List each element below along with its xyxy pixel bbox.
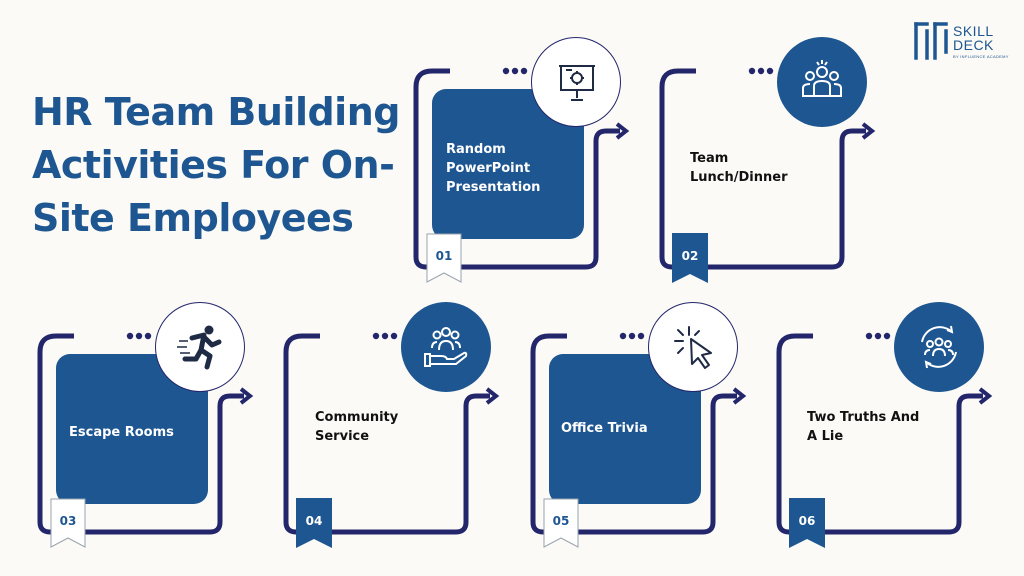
- activity-card-01: Random PowerPoint Presentation 01: [410, 37, 650, 287]
- activity-label: Random PowerPoint Presentation: [446, 142, 541, 195]
- team-group-icon: [802, 60, 842, 97]
- card-frame: [659, 67, 876, 270]
- badge-ribbon: [50, 498, 86, 548]
- number-badge: 04: [296, 498, 332, 548]
- activity-card-04: Community Service 04: [280, 302, 520, 552]
- number-badge: 01: [426, 233, 462, 283]
- running-person-icon: [177, 325, 222, 370]
- number-badge: 06: [789, 498, 825, 548]
- page-title: HR Team Building Activities For On-Site …: [32, 90, 400, 240]
- presentation-board-icon: [559, 65, 595, 101]
- badge-number: 06: [798, 514, 816, 528]
- badge-ribbon: [296, 498, 332, 548]
- logo-tagline: BY INFLUENCE ACADEMY: [953, 54, 1009, 59]
- badge-number: 05: [552, 514, 570, 528]
- badge-number: 02: [681, 249, 699, 263]
- cursor-click-icon: [674, 326, 712, 369]
- card-frame: [283, 332, 500, 535]
- badge-ribbon: [426, 233, 462, 283]
- skill-deck-logo: SKILL DECK BY INFLUENCE ACADEMY: [913, 22, 1017, 62]
- number-badge: 03: [50, 498, 86, 548]
- number-badge: 02: [672, 233, 708, 283]
- icon-circle: [648, 302, 738, 392]
- activity-card-06: Two Truths And A Lie 06: [773, 302, 1013, 552]
- icon-circle: [155, 302, 245, 392]
- people-cycle-icon: [921, 325, 957, 369]
- icon-circle: [531, 37, 621, 127]
- card-frame: [37, 332, 254, 535]
- card-frame: [776, 332, 993, 535]
- badge-ribbon: [789, 498, 825, 548]
- activity-label: Office Trivia: [561, 421, 648, 436]
- activity-label: Community Service: [315, 410, 399, 444]
- logo-word-deck: DECK: [953, 37, 994, 53]
- logo-mark-icon: [914, 22, 948, 60]
- icon-circle: [894, 302, 984, 392]
- badge-number: 03: [59, 514, 77, 528]
- hand-people-icon: [424, 327, 468, 367]
- icon-circle: [401, 302, 491, 392]
- activity-label: Escape Rooms: [69, 425, 174, 440]
- badge-number: 04: [305, 514, 323, 528]
- activity-label: Two Truths And A Lie: [807, 410, 920, 444]
- badge-ribbon: [672, 233, 708, 283]
- number-badge: 05: [543, 498, 579, 548]
- activity-label: Team Lunch/Dinner: [690, 151, 788, 185]
- icon-circle: [777, 37, 867, 127]
- logo-word-skill: SKILL: [953, 23, 994, 39]
- card-frame: [530, 332, 747, 535]
- activity-card-02: Team Lunch/Dinner 02: [656, 37, 896, 287]
- logo-wordmark: SKILL DECK: [953, 24, 994, 52]
- activity-card-05: Office Trivia 05: [527, 302, 767, 552]
- badge-number: 01: [435, 249, 453, 263]
- activity-card-03: Escape Rooms 03: [34, 302, 274, 552]
- badge-ribbon: [543, 498, 579, 548]
- card-frame: [413, 67, 630, 270]
